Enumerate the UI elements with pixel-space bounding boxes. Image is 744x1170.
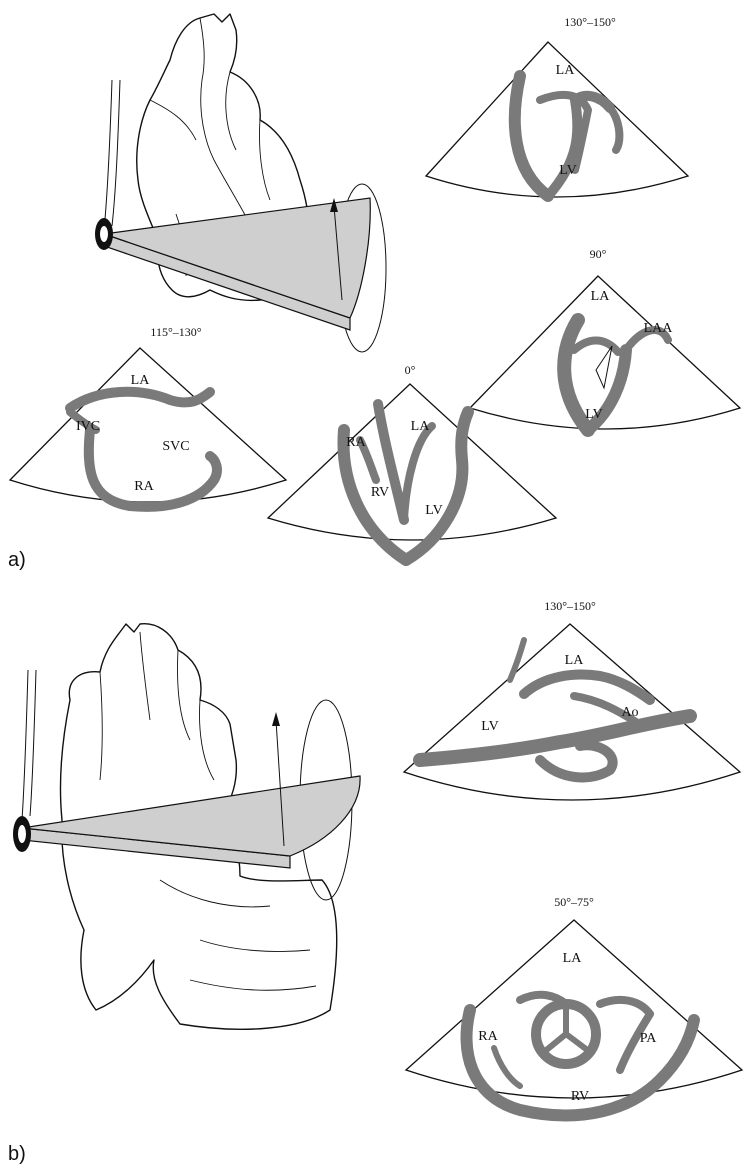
- label-lv: LV: [585, 407, 602, 422]
- view-a-115-130: 115°–130° LA IVC SVC RA: [10, 325, 286, 507]
- panel-label-b: b): [8, 1143, 26, 1165]
- label-lv: LV: [425, 503, 442, 518]
- view-b-50-75: 50°–75° LA RA PA RV: [406, 895, 742, 1115]
- angle-label: 115°–130°: [150, 325, 201, 339]
- label-rv: RV: [371, 485, 389, 500]
- probe-cable: [22, 670, 28, 820]
- label-lv: LV: [481, 719, 498, 734]
- label-ra: RA: [478, 1029, 498, 1044]
- label-la: LA: [591, 289, 611, 304]
- label-la: LA: [131, 373, 151, 388]
- angle-label: 90°: [590, 247, 607, 261]
- view-a-90: 90° LA LAA LV: [470, 247, 740, 430]
- panel-label-a: a): [8, 549, 26, 571]
- label-ivc: IVC: [76, 419, 100, 434]
- angle-label: 50°–75°: [554, 895, 594, 909]
- label-la: LA: [565, 653, 585, 668]
- label-lv: LV: [559, 163, 576, 178]
- angle-label: 130°–150°: [544, 599, 596, 613]
- label-la: LA: [563, 951, 583, 966]
- label-pa: PA: [640, 1031, 658, 1046]
- rotation-arrow-b: [272, 712, 280, 726]
- label-ra: RA: [346, 435, 366, 450]
- label-ao: Ao: [621, 705, 638, 720]
- view-b-130-150: 130°–150° LA LV Ao: [404, 599, 740, 800]
- probe-cable: [104, 80, 112, 230]
- label-ra: RA: [134, 479, 154, 494]
- angle-label: 0°: [405, 363, 416, 377]
- panel-b-heart-illustration: [13, 624, 360, 1030]
- label-svc: SVC: [162, 439, 189, 454]
- label-la: LA: [556, 63, 576, 78]
- label-rv: RV: [571, 1089, 589, 1104]
- label-laa: LAA: [644, 321, 674, 336]
- label-la: LA: [411, 419, 431, 434]
- panel-a-heart-illustration: [95, 14, 386, 352]
- angle-label: 130°–150°: [564, 15, 616, 29]
- view-a-130-150: 130°–150° LA LV: [426, 15, 688, 197]
